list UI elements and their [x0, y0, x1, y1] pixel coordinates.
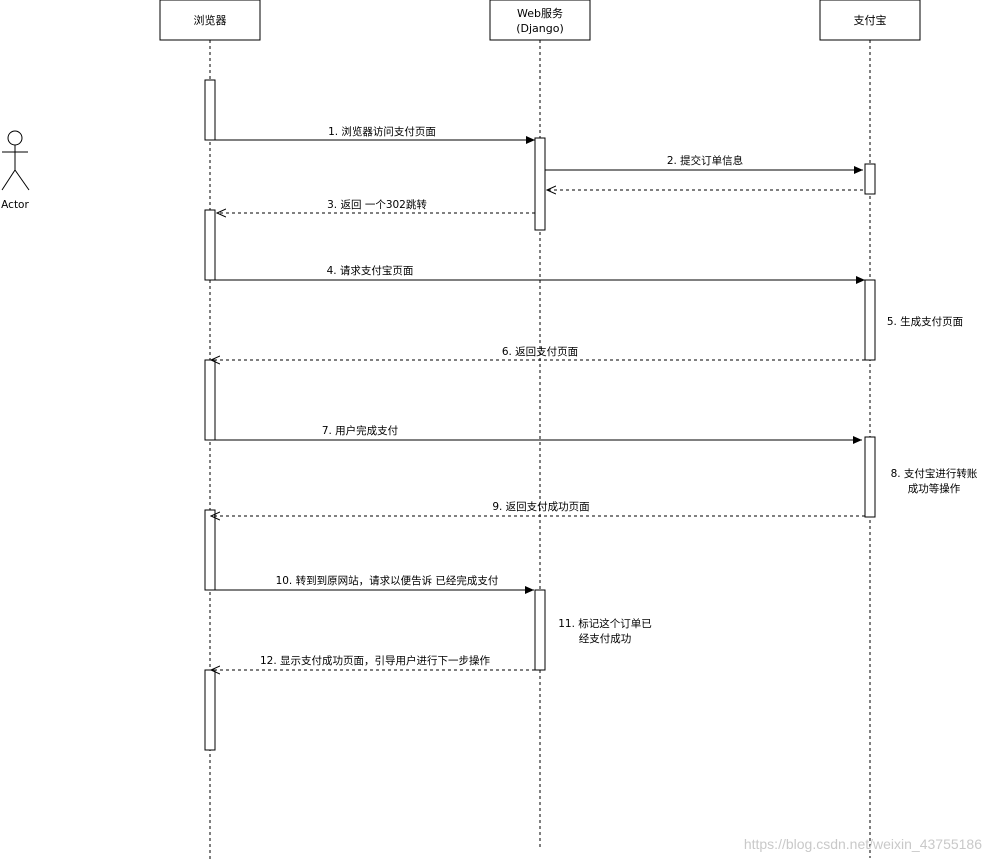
- message-1-label: 1. 浏览器访问支付页面: [328, 125, 436, 138]
- message-6-label: 6. 返回支付页面: [502, 345, 578, 358]
- note-8-line-1: 8. 支付宝进行转账: [891, 467, 978, 480]
- message-4-label: 4. 请求支付宝页面: [327, 264, 414, 277]
- message-10-label: 10. 转到到原网站，请求以便告诉 已经完成支付: [276, 574, 499, 587]
- activation-web-1: [534, 137, 546, 231]
- watermark-text: https://blog.csdn.net/weixin_43755186: [744, 836, 982, 852]
- message-3-label: 3. 返回 一个302跳转: [327, 198, 427, 211]
- participant-browser-label: 浏览器: [194, 13, 227, 27]
- actor-label: Actor: [1, 199, 29, 211]
- message-9-label: 9. 返回支付成功页面: [492, 500, 589, 513]
- note-11-line-1: 11. 标记这个订单已: [558, 617, 652, 630]
- participant-alipay: 支付宝: [819, 0, 921, 41]
- activation-browser-2: [204, 209, 216, 281]
- message-12-label: 12. 显示支付成功页面，引导用户进行下一步操作: [260, 654, 491, 667]
- note-5-line-1: 5. 生成支付页面: [887, 315, 963, 328]
- activation-browser-1: [204, 79, 216, 141]
- activation-browser-3: [204, 359, 216, 441]
- activation-web-2: [534, 589, 546, 671]
- activation-alipay-3: [864, 436, 876, 518]
- participant-alipay-label: 支付宝: [854, 13, 887, 27]
- activation-alipay-1: [864, 163, 876, 195]
- participant-browser: 浏览器: [159, 0, 261, 41]
- note-8-line-2: 成功等操作: [908, 482, 961, 495]
- activation-alipay-2: [864, 279, 876, 361]
- participant-web: Web服务 (Django): [489, 0, 591, 41]
- message-2-label: 2. 提交订单信息: [667, 154, 743, 167]
- activation-browser-4: [204, 509, 216, 591]
- message-7-label: 7. 用户完成支付: [322, 424, 398, 437]
- note-11-line-2: 经支付成功: [579, 632, 632, 645]
- participant-web-label: Web服务: [517, 7, 563, 20]
- participant-web-sublabel: (Django): [516, 22, 564, 35]
- activation-browser-5: [204, 669, 216, 751]
- actor-icon: [1, 130, 30, 191]
